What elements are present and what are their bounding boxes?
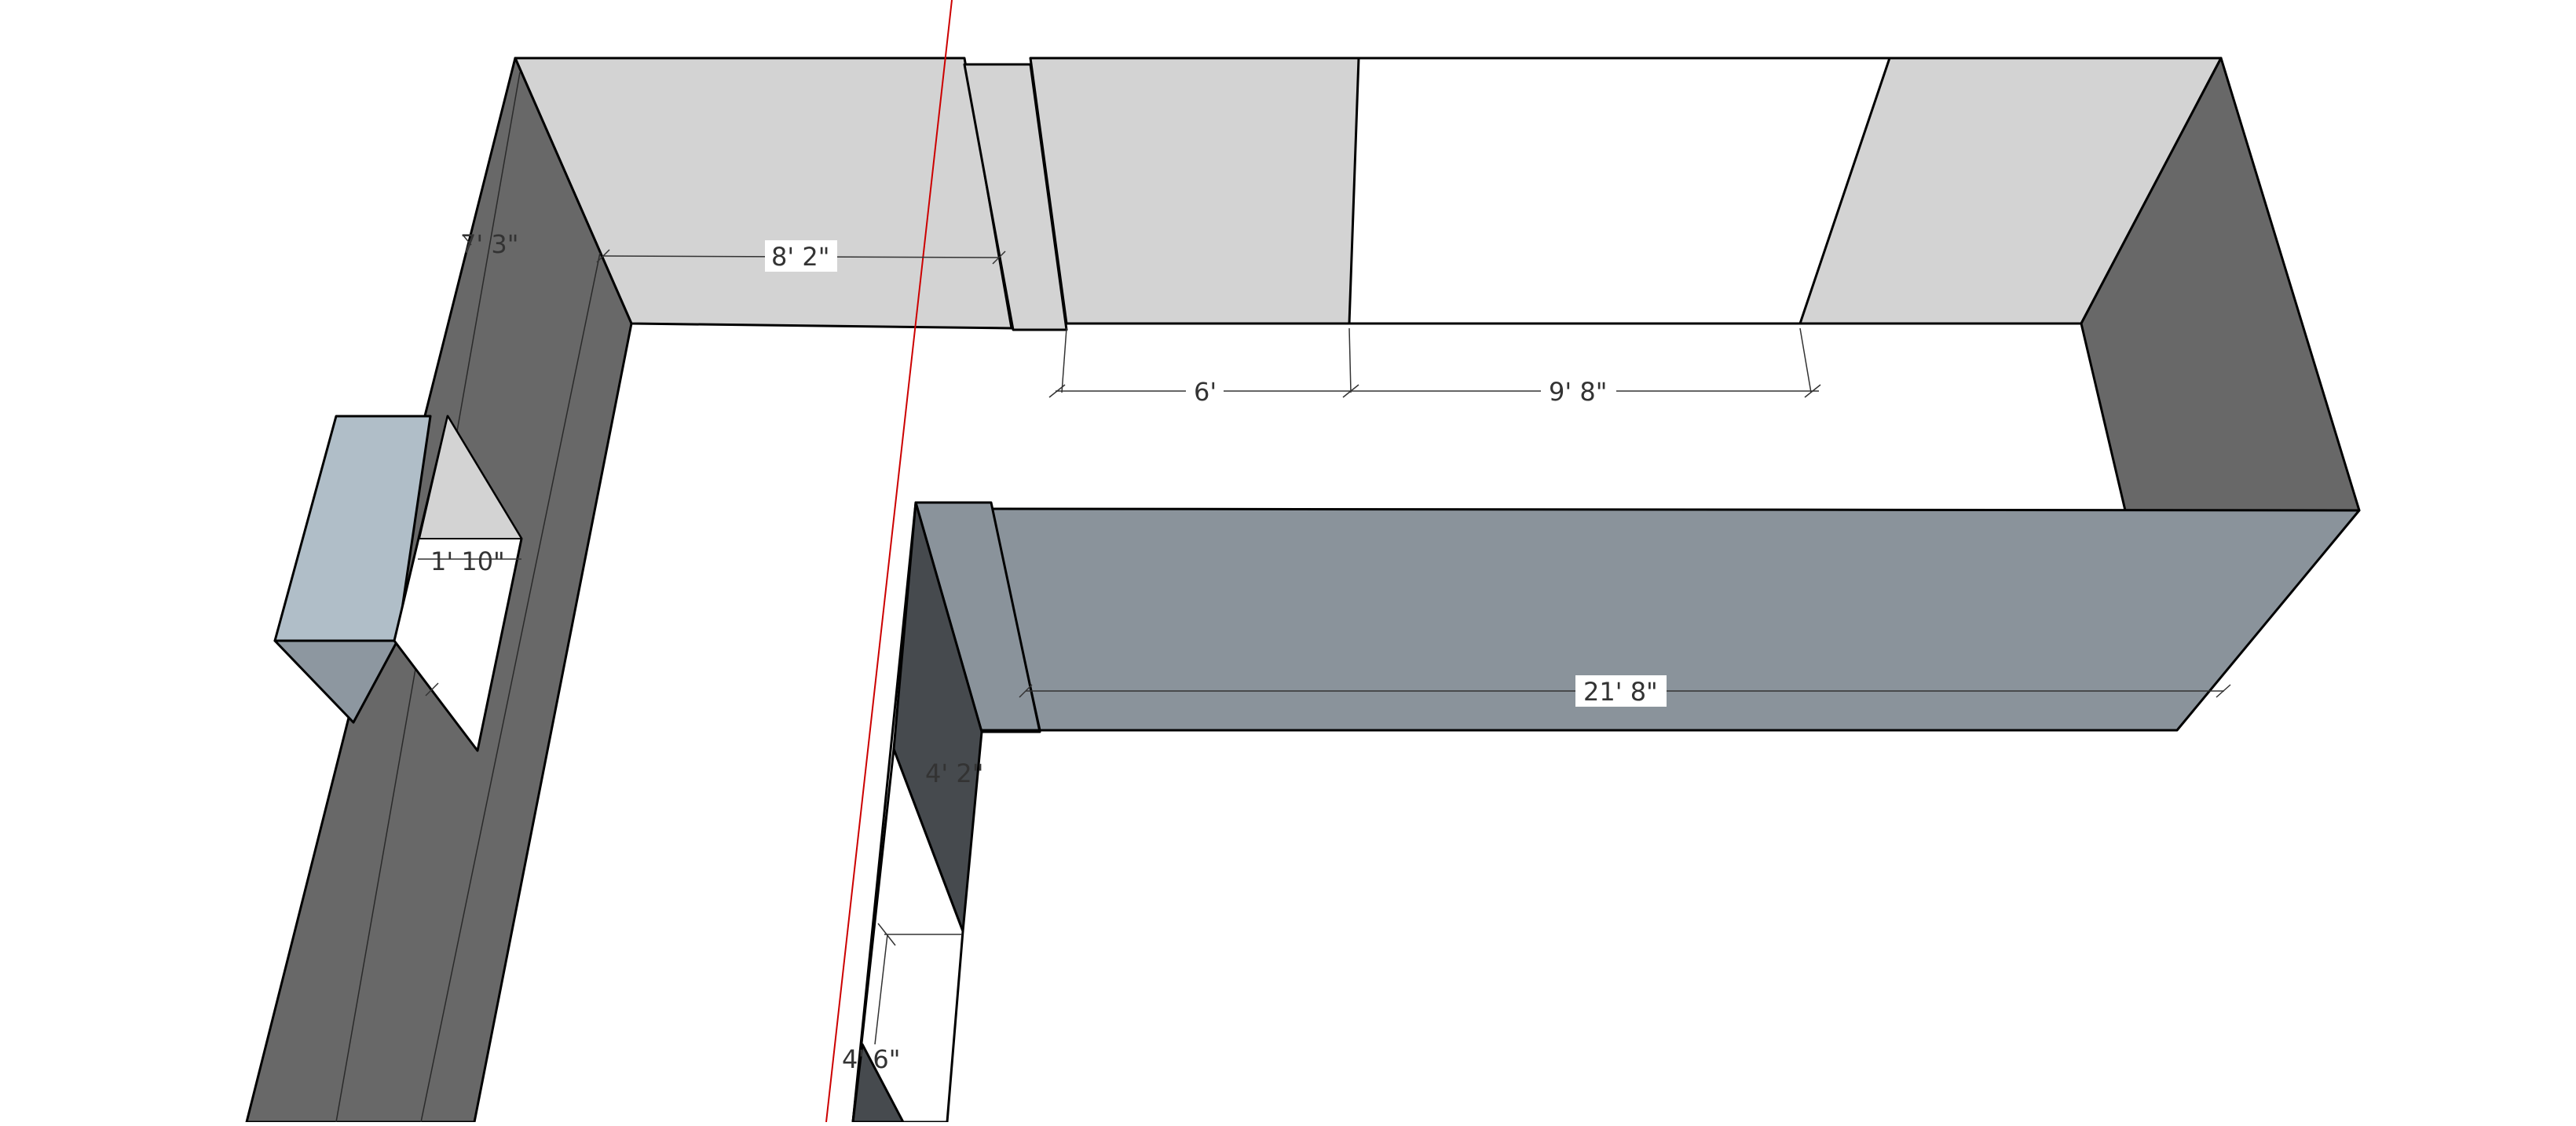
dim-tick bbox=[425, 682, 439, 696]
dim-label-top-span: 8' 2" bbox=[771, 242, 829, 272]
back-wall[interactable] bbox=[514, 57, 2361, 512]
dim-label-wall-thickness: 7' 3" bbox=[460, 229, 518, 259]
dimension-label-backgrounds bbox=[765, 240, 1667, 707]
dim-tick bbox=[1342, 384, 1359, 398]
dim-tick bbox=[1804, 384, 1821, 398]
dim-label-lower-wall-upper: 4' 2" bbox=[925, 759, 983, 788]
window-box-side[interactable] bbox=[273, 639, 399, 724]
front-wall-face[interactable] bbox=[990, 507, 2361, 732]
dim-label-opening-small: 6' bbox=[1194, 377, 1217, 407]
dim-label-window-width: 1' 10" bbox=[430, 547, 505, 576]
dim-tick bbox=[463, 235, 472, 246]
dim-tick bbox=[2216, 684, 2231, 698]
dim-tick bbox=[877, 923, 896, 946]
dim-tick bbox=[1019, 684, 1033, 698]
left-wall-seam-2 bbox=[420, 252, 601, 1123]
dim-leader bbox=[1061, 327, 1067, 393]
dim-leader bbox=[874, 934, 888, 1045]
dim-label-front-wall: 21' 8" bbox=[1583, 677, 1658, 707]
dim-leader bbox=[1799, 327, 1812, 393]
red-axis-line bbox=[825, 0, 953, 1123]
back-wall-middle-panel[interactable] bbox=[1029, 57, 1360, 325]
dim-label-lower-wall-lower: 4' 6" bbox=[842, 1044, 900, 1074]
dim-label-opening-large: 9' 8" bbox=[1549, 377, 1607, 407]
window-opening-sill bbox=[419, 415, 522, 539]
lower-wall[interactable] bbox=[851, 501, 983, 1124]
window-box[interactable] bbox=[273, 415, 523, 752]
dim-leader bbox=[1348, 327, 1352, 393]
front-wall[interactable] bbox=[914, 501, 2361, 733]
dimension-labels: 7' 3" 8' 2" 6' 9' 8" 1' 10" 21' 8" 4' 2"… bbox=[430, 229, 1658, 1074]
dim-tick bbox=[992, 250, 1006, 265]
dim-tick bbox=[1048, 384, 1066, 398]
lower-wall-outer-edge bbox=[851, 502, 917, 1123]
dim-tick bbox=[596, 249, 610, 263]
